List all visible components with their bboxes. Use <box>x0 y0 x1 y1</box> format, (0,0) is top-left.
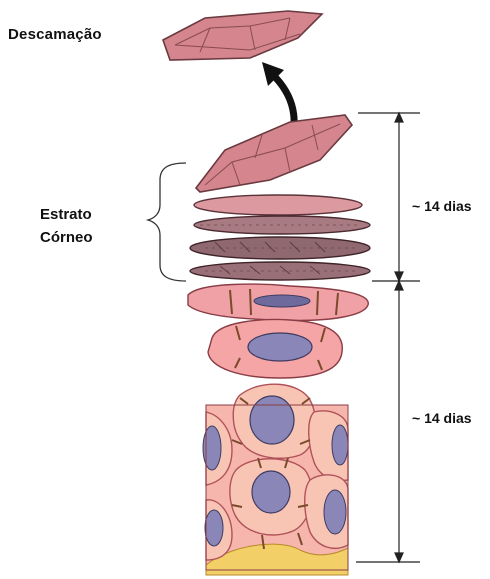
stratum-label-line2: Córneo <box>40 226 93 249</box>
desquamation-label: Descamação <box>8 26 102 43</box>
detaching-flake <box>196 115 352 192</box>
granular-layer <box>188 284 368 320</box>
spinous-cell <box>208 320 342 378</box>
stratum-brace <box>148 163 186 281</box>
measurement-lines <box>356 113 420 562</box>
duration-upper-label: ~ 14 dias <box>412 198 472 214</box>
stratum-corneum-layers <box>190 195 370 280</box>
stratum-corneum-label: Estrato Córneo <box>40 203 93 249</box>
basal-cell-cluster <box>203 384 348 575</box>
stratum-label-line1: Estrato <box>40 203 93 226</box>
duration-lower-label: ~ 14 dias <box>412 410 472 426</box>
desquamating-flake <box>163 11 322 60</box>
